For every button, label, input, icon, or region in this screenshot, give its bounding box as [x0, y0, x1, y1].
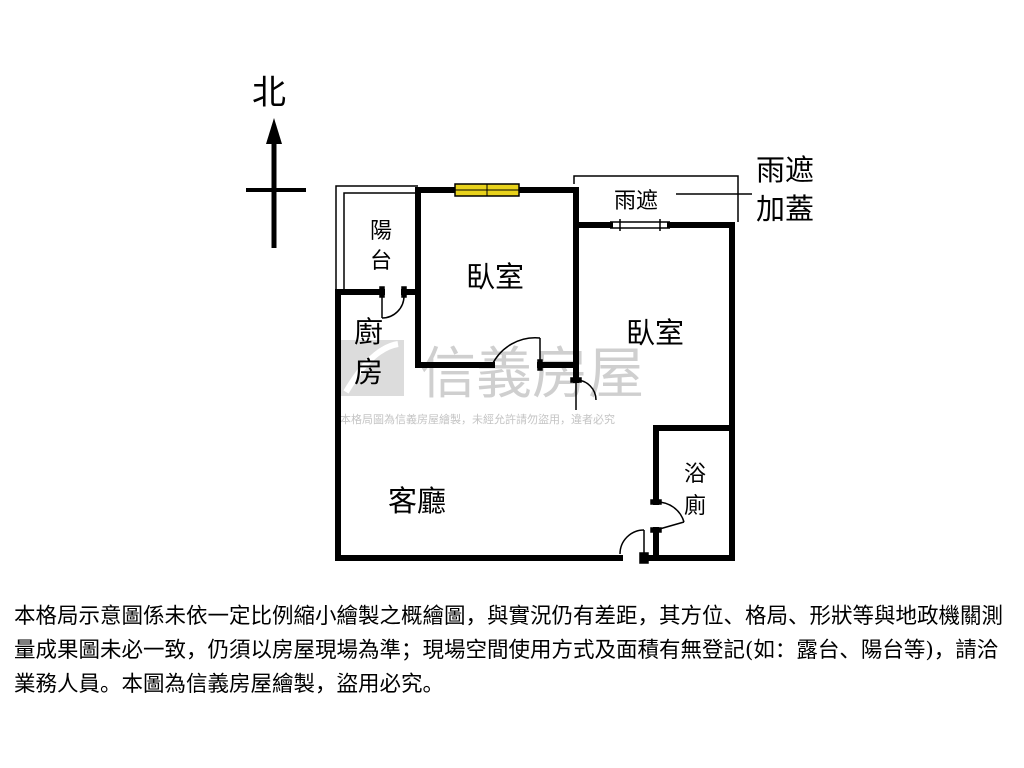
- svg-text:廁: 廁: [684, 494, 706, 519]
- svg-text:浴: 浴: [684, 462, 706, 487]
- watermark-logo-icon: [338, 340, 404, 396]
- watermark-notice: 本格局圖為信義房屋繪製，未經允許請勿盜用，違者必究: [340, 412, 615, 426]
- balcony-label: 陽 台: [370, 219, 392, 274]
- watermark-brand: 信義房屋: [420, 342, 644, 407]
- door-bathroom: [650, 499, 685, 533]
- walls: [335, 187, 735, 561]
- door-balcony-kitchen: [379, 286, 407, 319]
- disclaimer-text: 本格局示意圖係未依一定比例縮小繪製之概繪圖，與實況仍有差距，其方位、格局、形狀等…: [14, 604, 1004, 697]
- svg-text:房: 房: [354, 355, 383, 389]
- north-arrow-icon: [266, 118, 282, 144]
- svg-text:陽: 陽: [370, 219, 392, 244]
- svg-text:廚: 廚: [354, 315, 383, 349]
- north-compass: 北: [246, 73, 306, 248]
- bedroom-2-label: 臥室: [626, 316, 684, 350]
- door-entrance: [619, 529, 649, 564]
- svg-text:台: 台: [370, 249, 392, 274]
- door-bedroom-1: [491, 337, 543, 371]
- north-label: 北: [252, 73, 286, 113]
- canopy-sliding-door: [610, 219, 670, 231]
- canopy-annotation: 雨遮 加蓋: [756, 153, 814, 226]
- bedroom-1-label: 臥室: [466, 260, 524, 294]
- svg-text:雨遮: 雨遮: [756, 153, 814, 187]
- canopy-label: 雨遮: [614, 189, 658, 214]
- living-room-label: 客廳: [388, 484, 446, 518]
- floor-plan: 信義房屋 本格局圖為信義房屋繪製，未經允許請勿盜用，違者必究 北: [246, 73, 814, 564]
- bathroom-label: 浴 廁: [684, 462, 706, 519]
- svg-text:加蓋: 加蓋: [756, 192, 814, 226]
- kitchen-label: 廚 房: [354, 315, 383, 389]
- doors: [379, 286, 685, 564]
- watermark: 信義房屋 本格局圖為信義房屋繪製，未經允許請勿盜用，違者必究: [338, 340, 644, 426]
- door-bedroom-2: [570, 377, 597, 410]
- window: [454, 183, 520, 197]
- thin-outlines: [335, 175, 739, 291]
